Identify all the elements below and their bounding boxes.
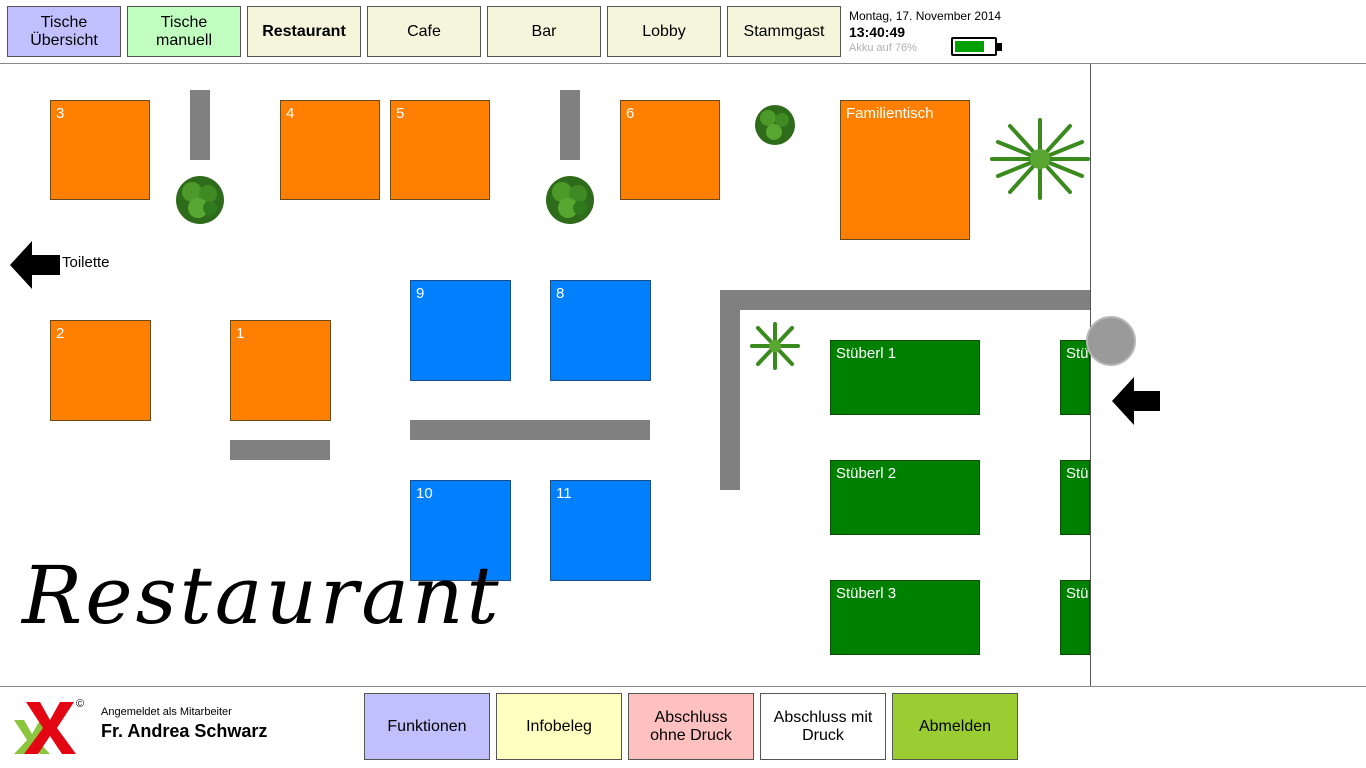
logout-button[interactable]: Abmelden [892, 693, 1018, 760]
table-5[interactable]: 5 [390, 100, 490, 200]
footer-divider [0, 686, 1366, 687]
floor-title: Restaurant [22, 549, 502, 642]
tables-overview-button[interactable]: Tische Übersicht [7, 6, 121, 57]
table-stuberl-2[interactable]: Stüberl 2 [830, 460, 980, 535]
table-1[interactable]: 1 [230, 320, 331, 421]
table-9[interactable]: 9 [410, 280, 511, 381]
user-name: Fr. Andrea Schwarz [101, 721, 268, 741]
table-family[interactable]: Familientisch [840, 100, 970, 240]
tab-regular-guest[interactable]: Stammgast [727, 6, 841, 57]
close-with-print-button[interactable]: Abschluss mit Druck [760, 693, 886, 760]
floor-plan-border [1090, 64, 1091, 686]
tab-restaurant[interactable]: Restaurant [247, 6, 361, 57]
functions-button[interactable]: Funktionen [364, 693, 490, 760]
table-stuberl-3[interactable]: Stüberl 3 [830, 580, 980, 655]
battery-text: Akku auf 76% [849, 42, 917, 54]
table-2[interactable]: 2 [50, 320, 151, 421]
logged-in-label: Angemeldet als Mitarbeiter [101, 706, 232, 718]
info-receipt-button[interactable]: Infobeleg [496, 693, 622, 760]
tab-bar[interactable]: Bar [487, 6, 601, 57]
table-stuberl-partial[interactable]: Stü [1060, 580, 1090, 655]
scroll-handle[interactable] [1086, 316, 1136, 366]
tables-manual-button[interactable]: Tische manuell [127, 6, 241, 57]
close-without-print-button[interactable]: Abschluss ohne Druck [628, 693, 754, 760]
table-stuberl-partial[interactable]: Stü [1060, 340, 1090, 415]
date-text: Montag, 17. November 2014 [849, 9, 1002, 23]
table-11[interactable]: 11 [550, 480, 651, 581]
wall [410, 420, 650, 440]
arrow-left-icon[interactable] [1112, 377, 1160, 425]
battery-icon [951, 37, 1002, 56]
plant-icon [176, 176, 224, 224]
tab-cafe[interactable]: Cafe [367, 6, 481, 57]
company-logo [14, 702, 76, 754]
table-3[interactable]: 3 [50, 100, 150, 200]
wall [720, 290, 740, 490]
table-6[interactable]: 6 [620, 100, 720, 200]
arrow-left-icon [10, 241, 60, 289]
header-divider [0, 63, 1366, 64]
wall [190, 90, 210, 160]
tab-lobby[interactable]: Lobby [607, 6, 721, 57]
time-text: 13:40:49 [849, 24, 906, 40]
plant-icon [990, 118, 1090, 200]
table-8[interactable]: 8 [550, 280, 651, 381]
table-10[interactable]: 10 [410, 480, 511, 581]
battery-tip [997, 43, 1002, 51]
wall [720, 290, 1090, 310]
toilet-label: Toilette [62, 254, 110, 271]
plant-icon [755, 105, 795, 145]
wall [560, 90, 580, 160]
plant-icon [750, 322, 800, 370]
table-stuberl-partial[interactable]: Stü [1060, 460, 1090, 535]
wall [230, 440, 330, 460]
table-stuberl-1[interactable]: Stüberl 1 [830, 340, 980, 415]
copyright-mark: © [76, 698, 85, 710]
table-4[interactable]: 4 [280, 100, 380, 200]
battery-fill [955, 41, 984, 52]
plant-icon [546, 176, 594, 224]
